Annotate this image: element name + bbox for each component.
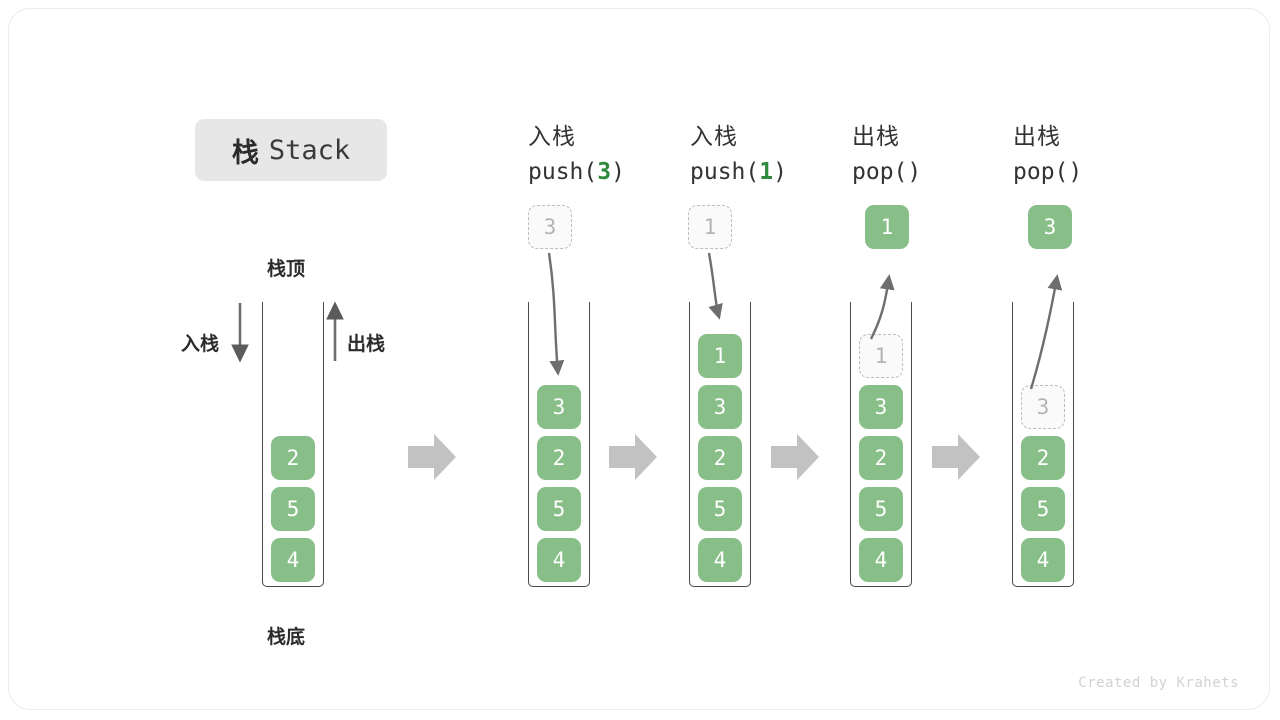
stack-cell: 3 [537, 385, 581, 429]
stack-cell: 5 [537, 487, 581, 531]
incoming-ghost-box: 1 [688, 205, 732, 249]
column-title-cn: 出栈 [852, 123, 900, 149]
stack-cell: 4 [698, 538, 742, 582]
column-header-push-3: 入栈 push(3) [528, 117, 625, 185]
column-op-code: push(3) [528, 159, 625, 185]
stack-cell-ghost: 3 [1021, 385, 1065, 429]
column-header-pop-1: 出栈 pop() [852, 117, 921, 185]
step-arrow [609, 434, 657, 480]
stack-cell: 4 [271, 538, 315, 582]
stack-cell: 3 [859, 385, 903, 429]
column-op-code: pop() [1013, 159, 1083, 185]
column-title-cn: 入栈 [690, 123, 738, 149]
title-english: Stack [268, 134, 351, 166]
stack-cells-pop-1: 4 5 2 3 1 [851, 334, 911, 582]
incoming-ghost-box: 3 [528, 205, 572, 249]
step-arrow [932, 434, 980, 480]
label-stack-bottom: 栈底 [267, 627, 306, 648]
credit-text: Created by Krahets [1078, 675, 1239, 691]
stack-cell: 5 [859, 487, 903, 531]
stack-cell: 5 [698, 487, 742, 531]
column-op-code: push(1) [690, 159, 787, 185]
stack-cell: 3 [698, 385, 742, 429]
popped-result-box: 3 [1028, 205, 1072, 249]
stack-cell: 4 [537, 538, 581, 582]
stack-cell: 5 [1021, 487, 1065, 531]
stack-container-initial: 4 5 2 [262, 302, 324, 587]
title-badge: 栈 Stack [195, 119, 387, 181]
diagram-canvas: 栈 Stack 栈顶 入栈 出栈 栈底 4 5 2 入栈 push(3) 3 4… [8, 8, 1270, 710]
stack-cell: 2 [271, 436, 315, 480]
stack-cell: 2 [698, 436, 742, 480]
stack-cell: 2 [537, 436, 581, 480]
column-title-cn: 入栈 [528, 123, 576, 149]
popped-result-box: 1 [865, 205, 909, 249]
stack-cell-ghost: 1 [859, 334, 903, 378]
step-arrow [408, 434, 456, 480]
stack-cells-push-3: 4 5 2 3 [529, 385, 589, 582]
column-header-push-1: 入栈 push(1) [690, 117, 787, 185]
stack-cells-initial: 4 5 2 [263, 436, 323, 582]
label-push-left: 入栈 [181, 334, 220, 355]
stack-cell: 1 [698, 334, 742, 378]
stack-cell: 5 [271, 487, 315, 531]
label-stack-top: 栈顶 [267, 259, 306, 280]
stack-container-push-1: 4 5 2 3 1 [689, 302, 751, 587]
stack-cell: 4 [859, 538, 903, 582]
title-chinese: 栈 [231, 137, 259, 168]
stack-container-pop-3: 4 5 2 3 [1012, 302, 1074, 587]
stack-cell: 2 [1021, 436, 1065, 480]
column-op-code: pop() [852, 159, 922, 185]
label-pop-left: 出栈 [347, 334, 386, 355]
stack-container-pop-1: 4 5 2 3 1 [850, 302, 912, 587]
column-title-cn: 出栈 [1013, 123, 1061, 149]
stack-cells-push-1: 4 5 2 3 1 [690, 334, 750, 582]
column-header-pop-3: 出栈 pop() [1013, 117, 1082, 185]
stack-cells-pop-3: 4 5 2 3 [1013, 385, 1073, 582]
stack-cell: 2 [859, 436, 903, 480]
arrow-overlay [231, 252, 1063, 480]
step-arrow [771, 434, 819, 480]
stack-container-push-3: 4 5 2 3 [528, 302, 590, 587]
stack-cell: 4 [1021, 538, 1065, 582]
